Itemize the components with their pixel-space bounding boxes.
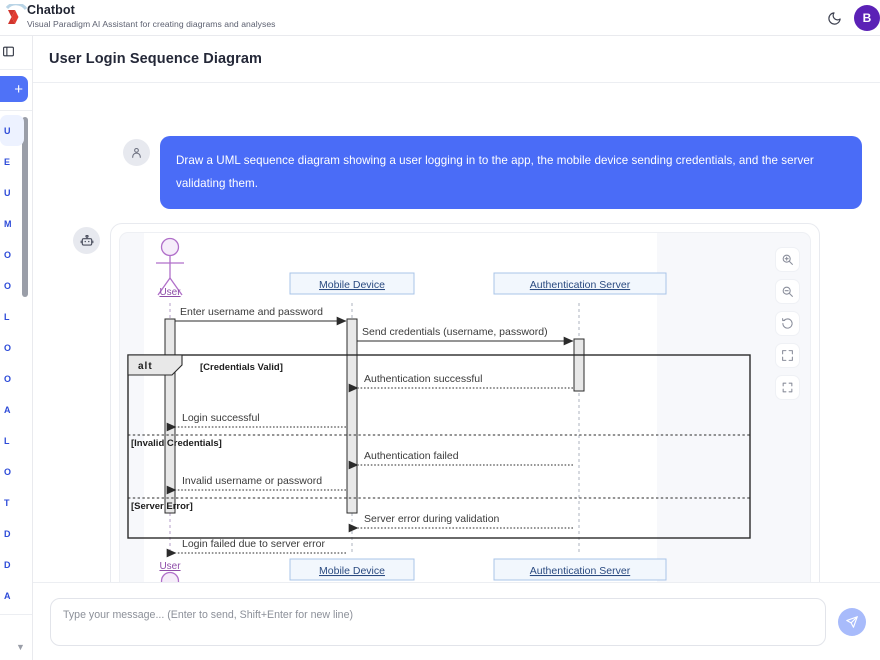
- lifeline-head-auth-server: Authentication Server: [493, 272, 667, 295]
- sidebar-chat-item[interactable]: O: [0, 456, 32, 487]
- sidebar-chat-item-label: O: [4, 342, 12, 353]
- visual-paradigm-logo-icon: [4, 2, 32, 32]
- svg-text:Authentication Server: Authentication Server: [530, 279, 631, 291]
- assistant-message-row: User Mobile Device Authentication Server: [33, 209, 880, 582]
- panel-toggle-icon[interactable]: [2, 45, 15, 61]
- svg-text:Authentication successful: Authentication successful: [364, 373, 482, 385]
- page-title: User Login Sequence Diagram: [49, 51, 263, 67]
- moon-icon[interactable]: [824, 8, 844, 28]
- send-paper-plane-icon[interactable]: [838, 607, 866, 636]
- sidebar-chat-item-label: U: [4, 125, 11, 136]
- conversation-scroll-area[interactable]: Draw a UML sequence diagram showing a us…: [33, 83, 880, 582]
- brand-text-block: Chatbot Visual Paradigm AI Assistant for…: [27, 3, 276, 30]
- scroll-down-arrow-icon[interactable]: ▼: [16, 642, 25, 652]
- user-message-bubble: Draw a UML sequence diagram showing a us…: [160, 136, 862, 209]
- sidebar-chat-item-label: O: [4, 373, 12, 384]
- svg-text:Mobile Device: Mobile Device: [319, 279, 385, 291]
- sidebar-chat-item-label: D: [4, 528, 11, 539]
- svg-text:Send credentials (username, pa: Send credentials (username, password): [362, 326, 548, 338]
- message-composer: [33, 582, 880, 660]
- sidebar-chat-item-label: M: [4, 218, 12, 229]
- diagram-card: User Mobile Device Authentication Server: [110, 223, 820, 582]
- svg-text:Server error during validation: Server error during validation: [364, 513, 500, 525]
- svg-text:Login failed due to server err: Login failed due to server error: [182, 538, 325, 550]
- new-chat-row: +: [0, 70, 32, 110]
- sidebar-chat-item[interactable]: U: [0, 177, 32, 208]
- svg-text:alt: alt: [138, 361, 153, 372]
- sidebar-chat-item-label: T: [4, 497, 10, 508]
- brand-title: Chatbot: [27, 3, 75, 17]
- chat-history-list[interactable]: ▲ UEUMOOLOOALOTDDALDD: [0, 110, 32, 630]
- svg-text:Login successful: Login successful: [182, 412, 260, 424]
- page-title-bar: User Login Sequence Diagram: [33, 36, 880, 83]
- sidebar-chat-item[interactable]: O: [0, 239, 32, 270]
- left-sidebar: + ▲ UEUMOOLOOALOTDDALDD ▼: [0, 36, 33, 660]
- message-input[interactable]: [50, 597, 826, 646]
- top-header: Chatbot Visual Paradigm AI Assistant for…: [0, 0, 880, 36]
- sidebar-chat-item-label: E: [4, 156, 11, 167]
- svg-text:[Server Error]: [Server Error]: [131, 501, 193, 512]
- sidebar-divider: [0, 614, 32, 615]
- sidebar-chat-item[interactable]: L: [0, 425, 32, 456]
- new-chat-button[interactable]: +: [0, 76, 28, 102]
- sidebar-chat-item[interactable]: A: [0, 394, 32, 425]
- sidebar-chat-item[interactable]: L: [0, 618, 32, 631]
- sidebar-chat-item[interactable]: U: [0, 115, 24, 146]
- sequence-diagram-svg: User Mobile Device Authentication Server: [127, 237, 751, 582]
- user-message-row: Draw a UML sequence diagram showing a us…: [33, 83, 880, 209]
- fit-to-screen-icon[interactable]: [775, 343, 800, 368]
- sidebar-chat-item-label: L: [4, 311, 10, 322]
- lifeline-foot-mobile-device: Mobile Device: [289, 558, 415, 581]
- sidebar-chat-item[interactable]: M: [0, 208, 32, 239]
- reset-view-icon[interactable]: [775, 311, 800, 336]
- sidebar-chat-item-label: D: [4, 559, 11, 570]
- robot-icon: [73, 227, 100, 254]
- zoom-in-icon[interactable]: [775, 247, 800, 272]
- sidebar-chat-item-label: A: [4, 590, 11, 601]
- sidebar-chat-item[interactable]: D: [0, 549, 32, 580]
- sidebar-chat-item[interactable]: D: [0, 518, 32, 549]
- sidebar-chat-item[interactable]: L: [0, 301, 32, 332]
- main-column: User Login Sequence Diagram Draw a UML s…: [33, 36, 880, 660]
- sidebar-chat-item[interactable]: E: [0, 146, 32, 177]
- svg-text:User: User: [159, 287, 181, 298]
- svg-text:[Credentials Valid]: [Credentials Valid]: [200, 362, 283, 373]
- sidebar-chat-item-label: U: [4, 187, 11, 198]
- lifeline-foot-auth-server: Authentication Server: [493, 558, 667, 581]
- sidebar-chat-item-label: A: [4, 404, 11, 415]
- svg-text:Authentication Server: Authentication Server: [530, 565, 631, 577]
- brand-subtitle: Visual Paradigm AI Assistant for creatin…: [27, 19, 276, 29]
- lifeline-head-user: User: [156, 237, 184, 298]
- user-avatar-button[interactable]: B: [854, 5, 880, 31]
- sidebar-chat-item[interactable]: A: [0, 580, 32, 611]
- sidebar-chat-item[interactable]: O: [0, 363, 32, 394]
- sidebar-chat-item-label: O: [4, 249, 12, 260]
- diagram-toolbar: [775, 247, 800, 400]
- svg-text:[Invalid Credentials]: [Invalid Credentials]: [131, 438, 222, 449]
- sidebar-chat-item-label: O: [4, 466, 12, 477]
- sidebar-header: [0, 36, 32, 70]
- svg-text:Enter username and password: Enter username and password: [180, 306, 323, 318]
- svg-text:Mobile Device: Mobile Device: [319, 565, 385, 577]
- sidebar-scrollbar[interactable]: [22, 117, 28, 297]
- sidebar-chat-item[interactable]: O: [0, 270, 32, 301]
- svg-text:User: User: [159, 561, 181, 572]
- scroll-up-arrow-icon[interactable]: ▲: [20, 111, 30, 113]
- diagram-canvas[interactable]: User Mobile Device Authentication Server: [119, 232, 811, 582]
- sidebar-chat-item-label: L: [4, 629, 18, 631]
- sidebar-chat-item-label: O: [4, 280, 12, 291]
- svg-text:Invalid username or password: Invalid username or password: [182, 475, 322, 487]
- svg-text:Authentication failed: Authentication failed: [364, 450, 459, 462]
- sidebar-chat-item[interactable]: O: [0, 332, 32, 363]
- lifeline-foot-user: User: [159, 561, 181, 582]
- sidebar-chat-item-label: L: [4, 435, 10, 446]
- user-avatar-icon: [123, 139, 150, 166]
- lifeline-head-mobile-device: Mobile Device: [289, 272, 415, 295]
- zoom-out-icon[interactable]: [775, 279, 800, 304]
- sidebar-chat-item[interactable]: T: [0, 487, 32, 518]
- fullscreen-icon[interactable]: [775, 375, 800, 400]
- header-actions: B: [824, 0, 880, 36]
